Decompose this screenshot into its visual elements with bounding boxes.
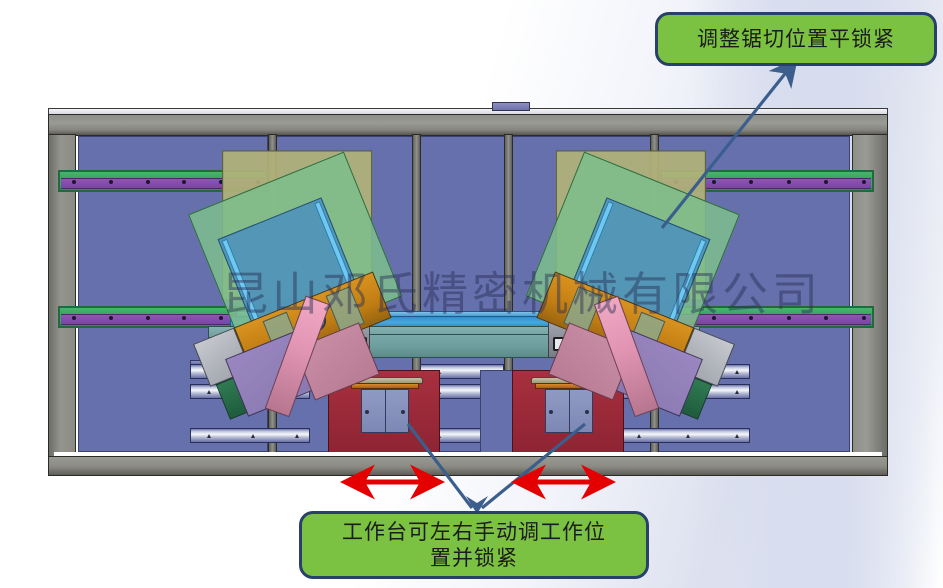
guide-way-right-bottom — [620, 428, 750, 443]
callout-bottom-line2: 置并锁紧 — [430, 546, 518, 570]
guide-way-left-bottom — [190, 428, 310, 443]
rail-bolt — [862, 316, 866, 320]
callout-bottom[interactable]: 工作台可左右手动调工作位 置并锁紧 — [299, 511, 649, 579]
worktable-post-right — [545, 389, 593, 434]
rail-bolt — [108, 316, 113, 320]
way-marker — [686, 434, 690, 438]
way-marker — [207, 434, 211, 438]
frame-top-tab — [492, 102, 530, 111]
rail-bolt — [711, 316, 716, 320]
worktable-post-left — [361, 389, 409, 434]
rail-bolt — [219, 316, 224, 320]
callout-bottom-line1: 工作台可左右手动调工作位 — [342, 519, 606, 544]
worktable-collar-left — [351, 383, 419, 389]
rail-bolt — [182, 316, 187, 320]
watermark: 昆山邓氏精密机械有限公司 — [222, 267, 822, 321]
rail-bolt — [145, 316, 150, 320]
way-marker — [735, 370, 739, 374]
rail-bolt — [72, 180, 76, 184]
rail-bolt — [786, 180, 791, 184]
linear-rail-upper-left — [58, 170, 268, 192]
rail-bolt — [862, 180, 866, 184]
callout-top-text: 调整锯切位置平锁紧 — [697, 26, 895, 51]
rail-bolt — [824, 180, 829, 184]
linear-rail-lower-left — [58, 306, 268, 328]
way-marker — [207, 390, 211, 394]
rail-bolt — [72, 316, 76, 320]
callout-bottom-text: 工作台可左右手动调工作位 置并锁紧 — [342, 519, 606, 572]
rail-bolt — [786, 316, 791, 320]
way-marker — [251, 434, 255, 438]
way-marker — [637, 434, 641, 438]
rail-bolt — [749, 316, 754, 320]
rail-bolt — [145, 180, 150, 184]
rail-bolt — [824, 316, 829, 320]
frame-bottom-beam — [48, 456, 888, 476]
rail-bolt — [182, 180, 187, 184]
way-marker — [295, 434, 299, 438]
rail-bolt — [108, 180, 113, 184]
way-marker — [735, 390, 739, 394]
callout-top[interactable]: 调整锯切位置平锁紧 — [655, 12, 937, 66]
frame-top-beam — [48, 114, 888, 136]
way-marker — [735, 434, 739, 438]
rail-bolt — [219, 180, 224, 184]
